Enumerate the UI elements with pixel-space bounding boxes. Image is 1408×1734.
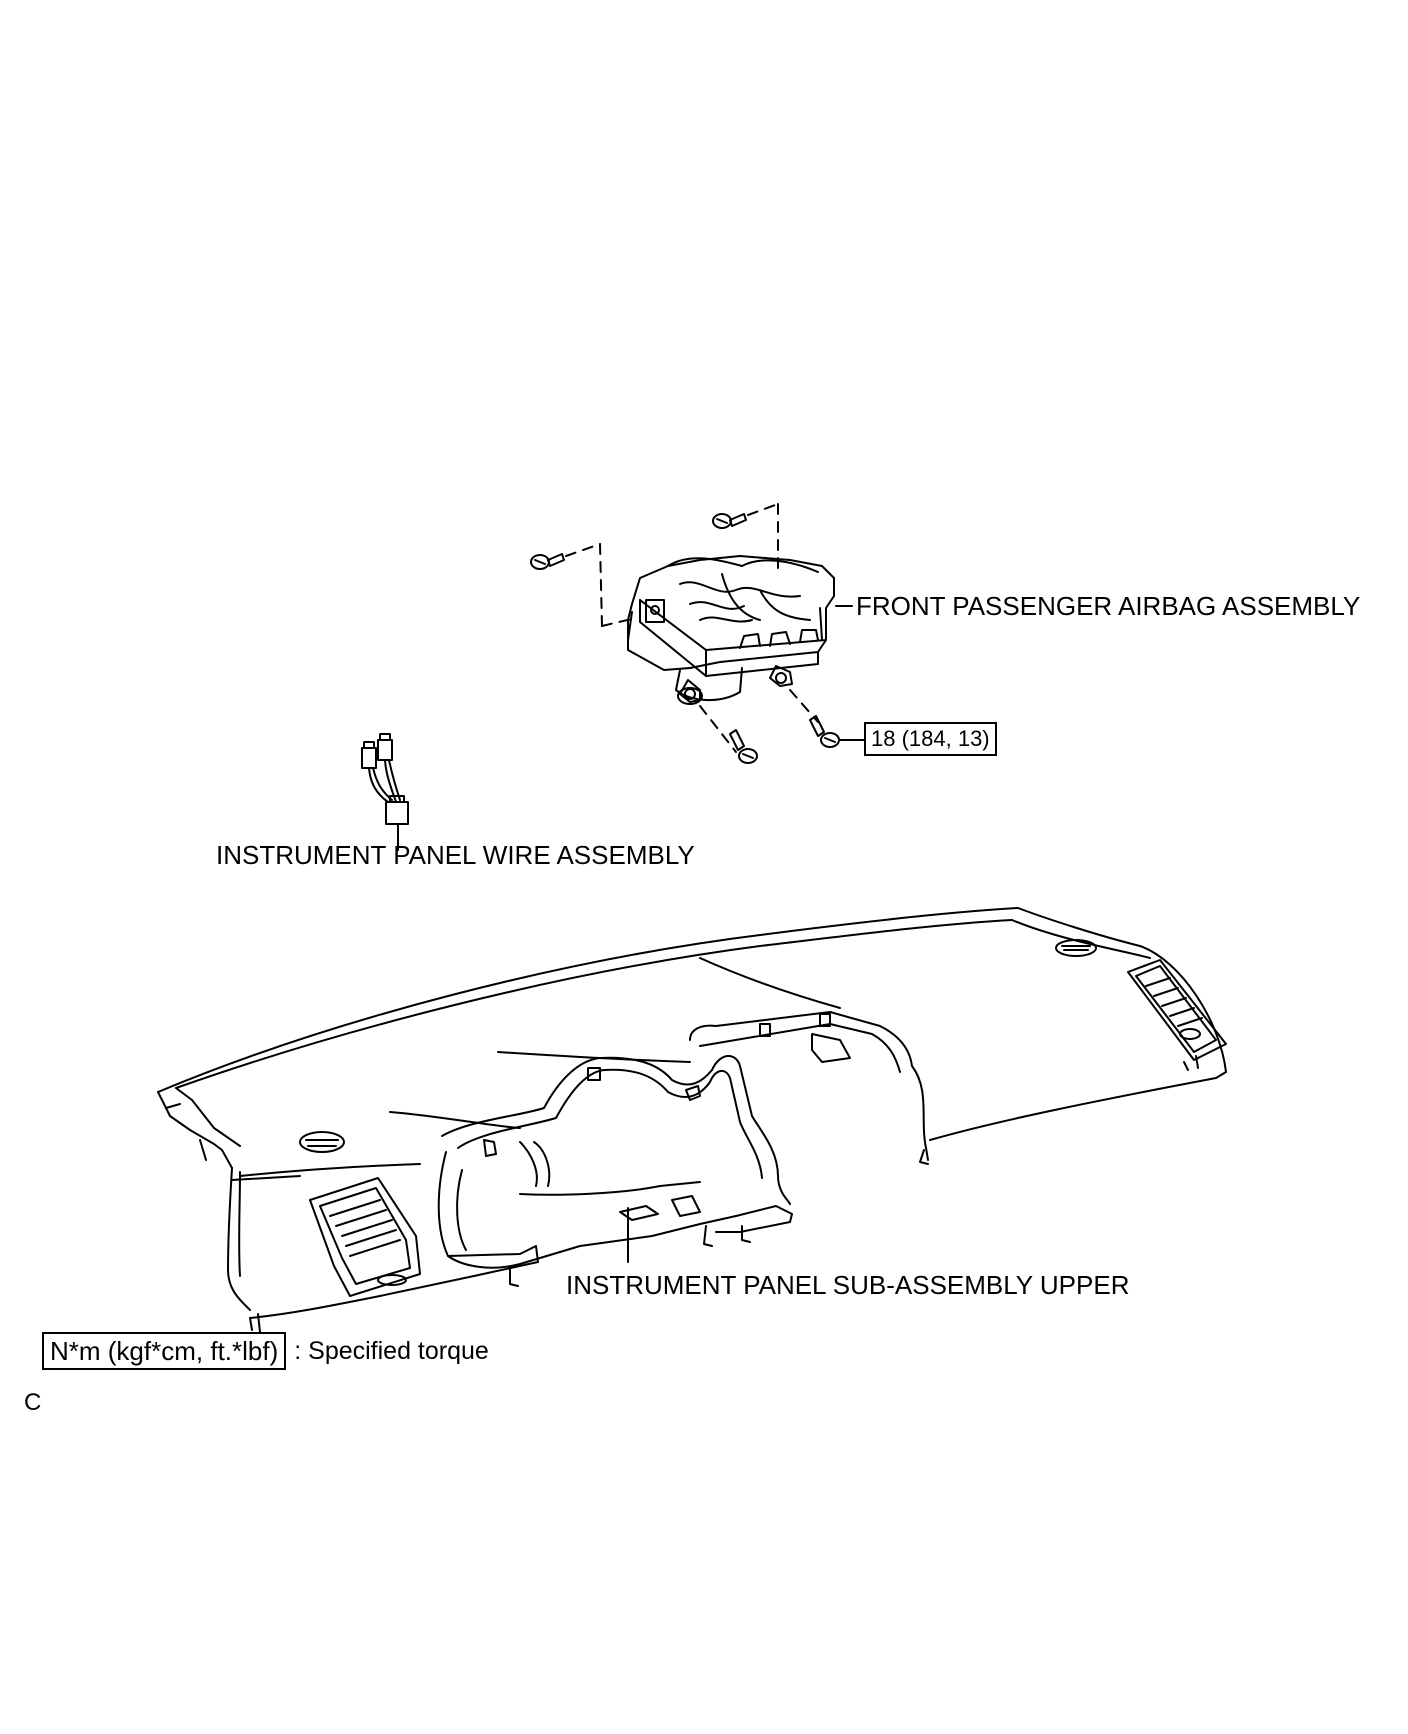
- torque-legend-unit: N*m (kgf*cm, ft.*lbf): [42, 1332, 287, 1370]
- wire-assembly-label: INSTRUMENT PANEL WIRE ASSEMBLY: [216, 840, 695, 870]
- instrument-panel-label: INSTRUMENT PANEL SUB-ASSEMBLY UPPER: [566, 1270, 1130, 1300]
- bolt-upper-left: [530, 543, 637, 627]
- bolt-lower-right: [789, 689, 840, 748]
- torque-value-label: 18 (184, 13): [864, 722, 997, 756]
- instrument-panel-drawing: [157, 907, 1227, 1333]
- bolt-upper-right: [712, 503, 779, 577]
- bolt-lower-left: [699, 705, 758, 764]
- torque-legend: N*m (kgf*cm, ft.*lbf) : Specified torque: [42, 1332, 489, 1370]
- airbag-assembly-label: FRONT PASSENGER AIRBAG ASSEMBLY: [856, 591, 1361, 621]
- corner-code: C: [24, 1389, 42, 1416]
- torque-legend-description: : Specified torque: [294, 1336, 489, 1365]
- wire-assembly-drawing: [361, 733, 409, 851]
- airbag-bolts: [530, 503, 840, 764]
- airbag-assembly-drawing: [627, 555, 835, 705]
